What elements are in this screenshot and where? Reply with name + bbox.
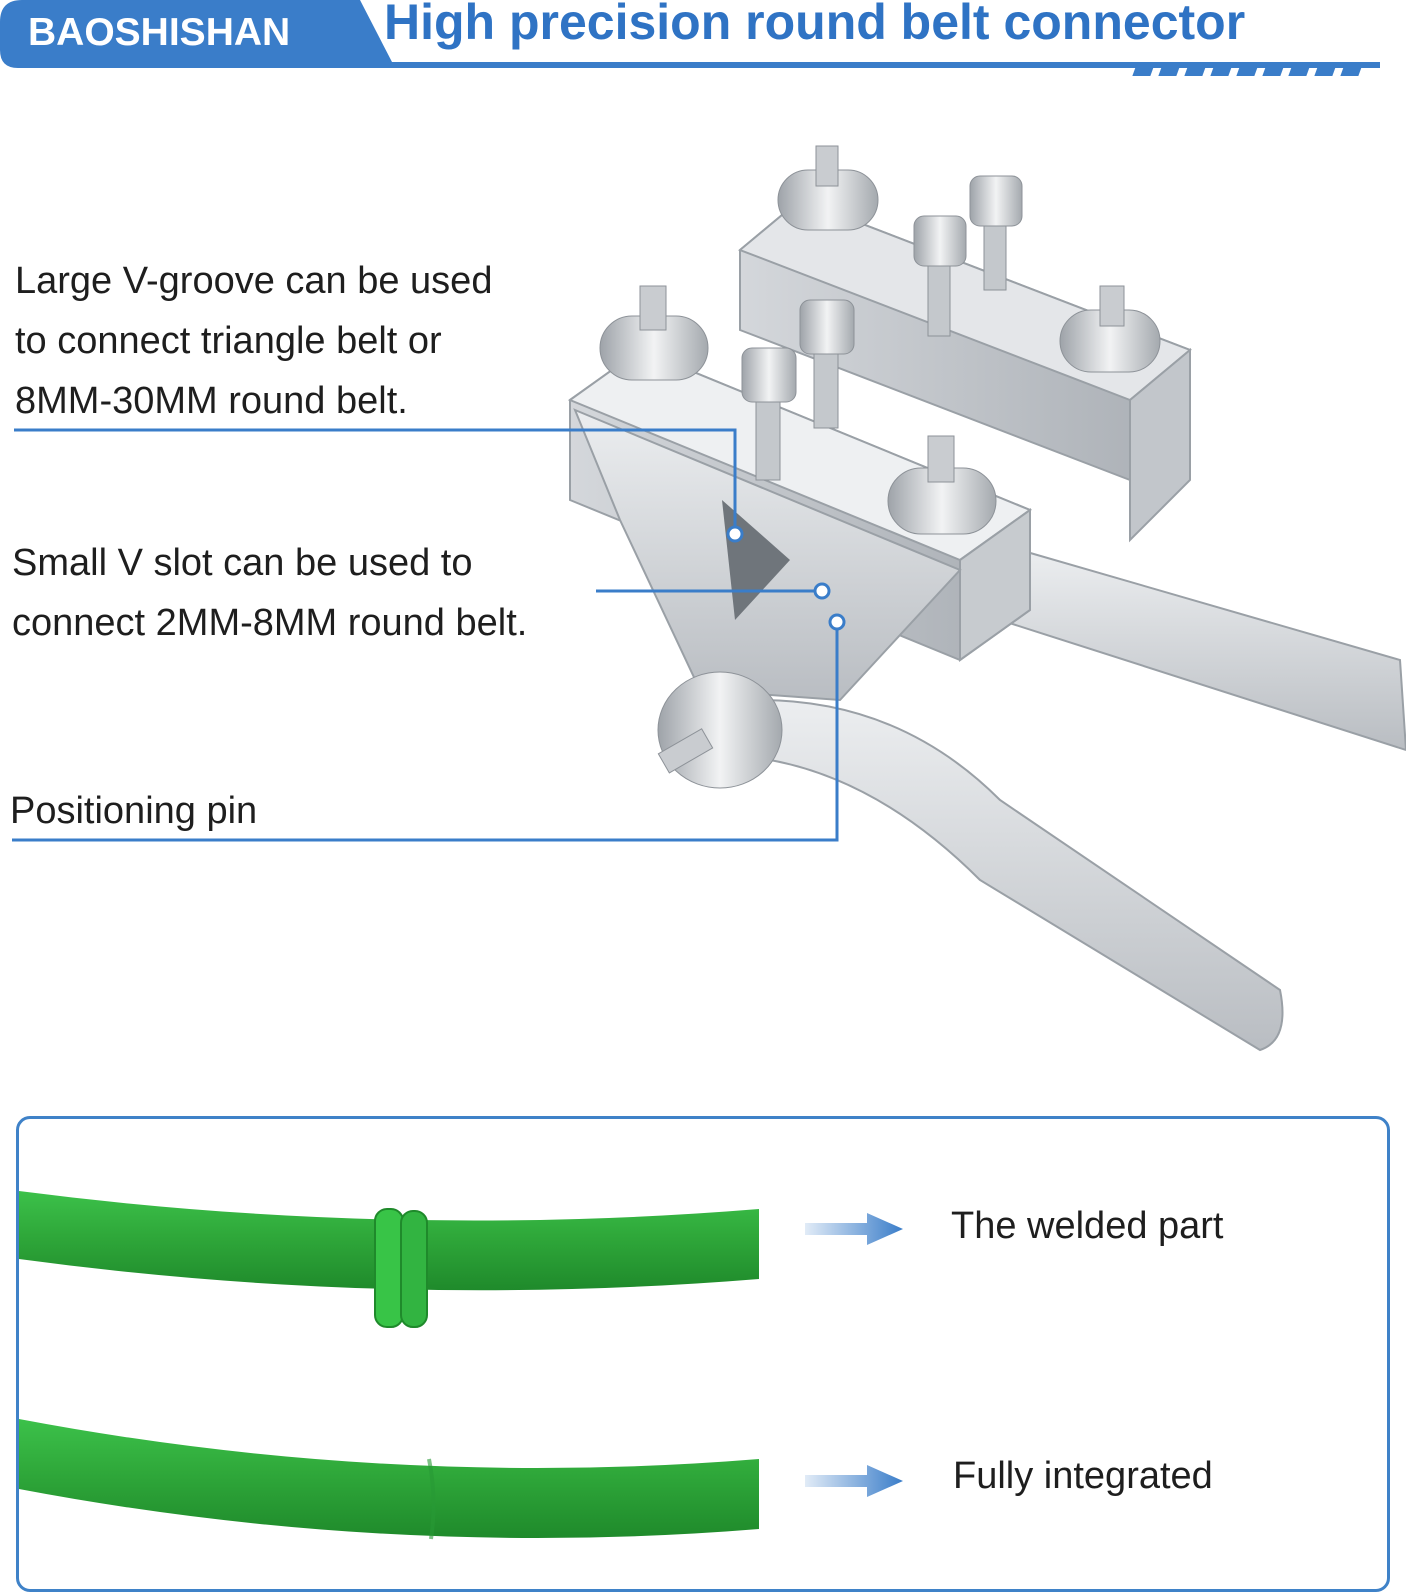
knob-front-left (599, 285, 709, 381)
arrow-right-icon (805, 1213, 903, 1245)
weld-bead-right (400, 1210, 428, 1328)
callout-line: to connect triangle belt or (15, 320, 442, 362)
label-welded-part: The welded part (951, 1205, 1224, 1247)
banner-shape (0, 0, 1380, 76)
belt-integrated (19, 1419, 759, 1538)
callout-leader-lines (12, 428, 846, 842)
header-banner: BAOSHISHAN High precision round belt con… (0, 0, 1406, 80)
knob-front-right (887, 435, 997, 535)
weld-bead-left (374, 1208, 404, 1328)
page-title: High precision round belt connector (384, 0, 1246, 50)
belt-comparison-panel: The welded part Fully integrated (16, 1116, 1390, 1592)
positioning-pin-knob (657, 671, 783, 789)
callout-line: Large V-groove can be used (15, 260, 493, 302)
knob-rear-right (1059, 285, 1161, 373)
arrow-right-icon (805, 1465, 903, 1497)
brand-name: BAOSHISHAN (28, 11, 291, 54)
lower-handle (758, 698, 1284, 1052)
callout-positioning-pin: Positioning pin (10, 790, 258, 832)
knob-rear-left (777, 145, 879, 231)
belt-connector-illustration (567, 145, 1406, 1052)
callout-line: connect 2MM-8MM round belt. (12, 602, 528, 644)
socket-screws (741, 175, 1023, 481)
callout-line: 8MM-30MM round belt. (15, 380, 408, 422)
callout-line: Small V slot can be used to (12, 542, 473, 584)
green-belt-photo (19, 1191, 759, 1540)
callout-large-v-groove: Large V-groove can be used to connect tr… (15, 251, 492, 431)
label-fully-integrated: Fully integrated (953, 1455, 1213, 1497)
callout-small-v-slot: Small V slot can be used to connect 2MM-… (12, 533, 527, 653)
